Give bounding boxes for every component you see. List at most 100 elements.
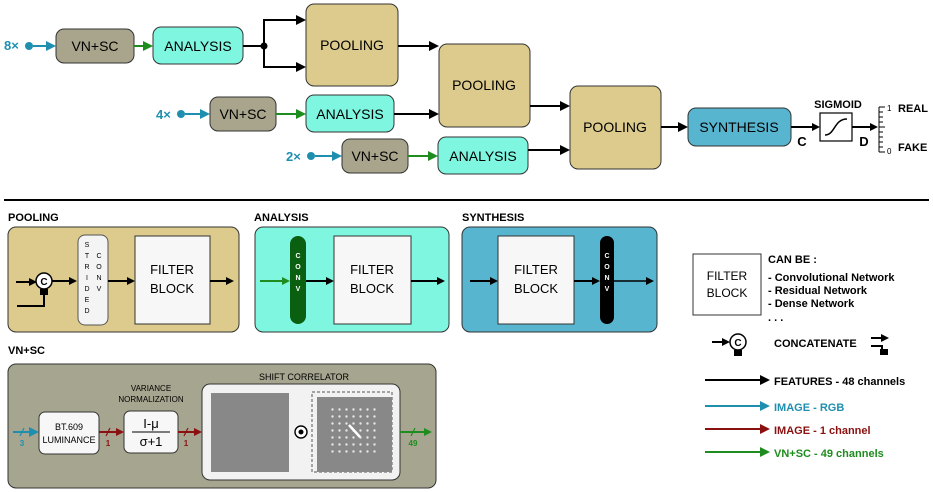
conv-label: C O N V — [96, 253, 102, 293]
channel-slash — [105, 427, 111, 437]
concat-symbol: C — [40, 277, 47, 288]
luminance-label: LUMINANCE — [42, 435, 95, 445]
concatenate-symbol-icon — [871, 334, 889, 355]
legend-filter-label: FILTER — [707, 269, 748, 283]
bt609-label: BT.609 — [55, 422, 83, 432]
probability-scale — [878, 106, 885, 153]
concatenate-label: CONCATENATE — [774, 338, 857, 350]
channel-count-b: 1 — [184, 439, 189, 448]
filter-label: FILTER — [350, 262, 394, 277]
analysis-label: ANALYSIS — [449, 148, 516, 164]
sigmoid-box — [819, 112, 853, 142]
real-label: REAL — [898, 103, 928, 115]
pooling-label: POOLING — [452, 77, 516, 93]
luma-image-square — [211, 393, 289, 472]
split-arrow-lower — [263, 46, 306, 72]
correlation-operator-dot — [298, 429, 304, 435]
block-label: BLOCK — [350, 281, 394, 296]
svg-text:S: S — [85, 242, 90, 249]
can-be-item: - Residual Network — [768, 285, 868, 297]
conv-label: C O N V — [295, 253, 301, 293]
svg-text:O: O — [295, 264, 301, 271]
vnsc-label: VN+SC — [71, 38, 118, 54]
variance-label: VARIANCE — [131, 384, 171, 393]
can-be-label: CAN BE : — [768, 254, 817, 266]
analysis-panel-title: ANALYSIS — [254, 212, 309, 224]
svg-text:N: N — [604, 275, 609, 282]
vnsc-label: VN+SC — [219, 106, 266, 122]
sigmoid-label: SIGMOID — [814, 99, 862, 111]
filter-block — [333, 235, 412, 325]
channel-slash — [410, 427, 416, 437]
analysis-block-2x — [437, 136, 529, 175]
svg-text:N: N — [96, 275, 101, 282]
synthesis-label: SYNTHESIS — [699, 119, 778, 135]
concat-symbol: C — [734, 338, 741, 349]
channel-slash — [183, 427, 189, 437]
synthesis-panel-title: SYNTHESIS — [462, 212, 524, 224]
scale-zero-label: 0 — [887, 147, 892, 156]
input-node-4x — [177, 110, 185, 118]
channel-count-out: 49 — [409, 439, 418, 448]
pooling-block-2 — [438, 43, 531, 128]
svg-text:N: N — [295, 275, 300, 282]
can-be-item: . . . — [768, 312, 783, 324]
legend-block-label: BLOCK — [707, 286, 748, 300]
sigmoid-curve-icon — [824, 118, 848, 136]
legend-vnsc-label: VN+SC - 49 channels — [774, 448, 884, 460]
can-be-item: - Dense Network — [768, 298, 855, 310]
filter-block — [134, 235, 211, 325]
scale-2x-label: 2× — [286, 149, 301, 164]
input-node-8x — [25, 42, 33, 50]
svg-text:D: D — [84, 286, 89, 293]
shift-correlator-label: SHIFT CORRELATOR — [259, 372, 350, 382]
conv-block — [600, 236, 614, 324]
svg-text:C: C — [604, 253, 609, 260]
score-c-label: C — [797, 134, 807, 149]
analysis-label: ANALYSIS — [316, 106, 383, 122]
input-node-2x — [307, 152, 315, 160]
svg-text:V: V — [97, 286, 102, 293]
features-input-line — [17, 295, 45, 307]
svg-text:O: O — [96, 264, 102, 271]
svg-text:E: E — [85, 297, 90, 304]
filter-label: FILTER — [514, 262, 558, 277]
block-label: BLOCK — [514, 281, 558, 296]
formula-numerator: I-μ — [143, 416, 158, 431]
svg-text:T: T — [85, 253, 90, 260]
shift-arrow-icon — [348, 424, 361, 438]
svg-text:I: I — [86, 275, 88, 282]
prob-d-label: D — [859, 134, 868, 149]
strided-conv-block — [77, 234, 109, 326]
channel-count-a: 1 — [106, 439, 111, 448]
conv-label: C O N V — [604, 253, 610, 293]
svg-text:R: R — [84, 264, 89, 271]
pooling-label: POOLING — [320, 37, 384, 53]
svg-text:V: V — [605, 286, 610, 293]
vnsc-panel-title: VN+SC — [8, 345, 45, 357]
vnsc-label: VN+SC — [351, 148, 398, 164]
normalization-label: NORMALIZATION — [118, 395, 183, 404]
scale-4x-label: 4× — [156, 107, 171, 122]
top-pipeline: 8× VN+SC ANALYSIS POOLING 4× VN+SC ANALY… — [4, 3, 928, 175]
channel-count-in: 3 — [20, 439, 25, 448]
pooling-panel-title: POOLING — [8, 212, 59, 224]
channel-slash — [19, 427, 25, 437]
pooling-label: POOLING — [583, 119, 647, 135]
scale-one-label: 1 — [887, 104, 892, 113]
svg-text:C: C — [295, 253, 300, 260]
concat-port — [40, 289, 48, 295]
strided-label: S T R I D E D — [84, 242, 89, 315]
svg-text:V: V — [296, 286, 301, 293]
block-label: BLOCK — [150, 281, 194, 296]
legend-features-label: FEATURES - 48 channels — [774, 376, 905, 388]
bt609-luminance-block — [38, 411, 100, 455]
filter-block — [497, 235, 575, 325]
legend-image1-label: IMAGE - 1 channel — [774, 425, 871, 437]
legend-rgb-label: IMAGE - RGB — [774, 402, 844, 414]
formula-denominator: σ+1 — [140, 434, 163, 449]
concat-port — [734, 350, 742, 356]
analysis-label: ANALYSIS — [164, 38, 231, 54]
split-arrow-upper — [263, 15, 306, 46]
